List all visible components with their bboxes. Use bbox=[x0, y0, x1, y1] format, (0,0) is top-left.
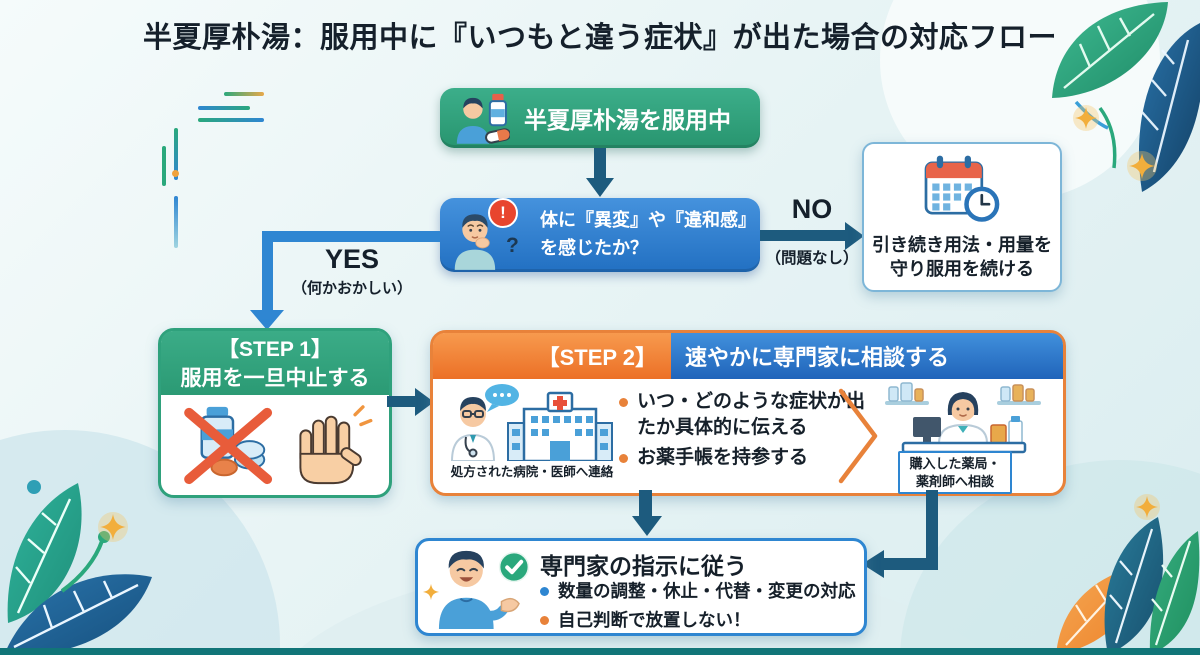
bullet-dot bbox=[540, 615, 549, 625]
step2-point-2-text: お薬手帳を持参する bbox=[637, 447, 809, 469]
step1-box: 【STEP 1】 服用を一旦中止する bbox=[158, 328, 392, 498]
sparkle-icon bbox=[1134, 494, 1160, 520]
final-points: 数量の調整・休止・代替・変更の対応 自己判断で放置しない！ bbox=[540, 579, 856, 636]
no-label: NO bbox=[791, 194, 833, 224]
step2-point-1-text: いつ・どのような症状が出たか具体的に伝える bbox=[637, 391, 866, 439]
step2-points: いつ・どのような症状が出たか具体的に伝える お薬手帳を持参する bbox=[619, 389, 871, 476]
bullet-dot bbox=[619, 454, 628, 464]
final-box: 専門家の指示に従う 数量の調整・休止・代替・変更の対応 自己判断で放置しない！ bbox=[415, 538, 867, 636]
bullet-dot bbox=[540, 587, 549, 596]
bullet-dot bbox=[619, 398, 628, 407]
step2-box: 【STEP 2】 速やかに専門家に相談する bbox=[430, 330, 1066, 496]
leaves-top-right bbox=[1052, 2, 1200, 192]
patient-medicine-icon bbox=[456, 93, 510, 144]
calendar-clock-icon bbox=[924, 155, 1000, 222]
pharmacy-caption-line1: 購入した薬局・ bbox=[909, 456, 1001, 471]
continue-line2: 守り服用を続ける bbox=[890, 259, 1034, 280]
arrow-no-head bbox=[845, 221, 864, 250]
final-title: 専門家の指示に従う bbox=[540, 553, 747, 579]
footer-bar bbox=[0, 648, 1200, 655]
continue-text: 引き続き用法・用量を 守り服用を続ける bbox=[864, 233, 1060, 282]
step2-point-1: いつ・どのような症状が出たか具体的に伝える bbox=[619, 389, 871, 441]
stop-medication-icon bbox=[184, 405, 373, 485]
leaves-bottom-right bbox=[1056, 494, 1200, 655]
alert-badge-icon: ! bbox=[488, 198, 518, 228]
arrow-start-to-question-head bbox=[586, 178, 614, 197]
yes-label: YES bbox=[324, 244, 380, 274]
yes-note: （何かおかしい） bbox=[291, 280, 412, 297]
arrow-pharmacy-down bbox=[926, 490, 938, 564]
patient-ok-icon bbox=[438, 550, 520, 629]
decor-dash bbox=[198, 106, 250, 110]
arrow-yes-vertical bbox=[262, 231, 273, 313]
doctor-hospital-icon bbox=[450, 384, 613, 461]
arrow-pharmacy-left bbox=[884, 558, 938, 570]
arrow-step2-to-final-head bbox=[631, 516, 662, 536]
start-label: 半夏厚朴湯を服用中 bbox=[524, 107, 731, 133]
final-point-2: 自己判断で放置しない！ bbox=[540, 608, 856, 633]
chevron-divider-icon bbox=[838, 388, 878, 484]
question-box: ! ? 体に『異変』や『違和感』 を感じたか？ bbox=[440, 198, 760, 272]
arrow-yes-head bbox=[250, 310, 284, 330]
final-point-1-text: 数量の調整・休止・代替・変更の対応 bbox=[558, 581, 856, 601]
decor-dash bbox=[162, 146, 166, 186]
question-line1: 体に『異変』や『違和感』 bbox=[540, 210, 756, 230]
step1-subtitle: 服用を一旦中止する bbox=[180, 366, 370, 390]
arrow-pharmacy-head bbox=[862, 550, 884, 578]
no-note: （問題なし） bbox=[765, 250, 859, 267]
arrow-step2-to-final bbox=[639, 490, 652, 518]
sparkle-icon bbox=[422, 583, 440, 601]
stop-hand-icon bbox=[299, 405, 373, 485]
doctor-caption: 処方された病院・医師へ連絡 bbox=[450, 465, 614, 479]
sparkle-icon bbox=[1073, 105, 1099, 131]
arrow-start-to-question bbox=[594, 148, 606, 180]
pharmacy-caption: 購入した薬局・ 薬剤師へ相談 bbox=[898, 451, 1012, 495]
step2-badge: 【STEP 2】 bbox=[433, 333, 671, 379]
step1-title: 【STEP 1】 bbox=[218, 338, 332, 361]
step2-title: 速やかに専門家に相談する bbox=[671, 333, 1063, 379]
sparkle-icon bbox=[1127, 151, 1157, 181]
arrow-step1-to-step2-head bbox=[415, 387, 434, 416]
page-title: 半夏厚朴湯：服用中に『いつもと違う症状』が出た場合の対応フロー bbox=[143, 22, 1057, 54]
worried-person-icon bbox=[454, 214, 496, 270]
pharmacy-caption-line2: 薬剤師へ相談 bbox=[915, 473, 994, 489]
leaves-bottom-left bbox=[4, 480, 152, 655]
final-point-2-text: 自己判断で放置しない！ bbox=[558, 609, 751, 630]
question-line2: を感じたか？ bbox=[540, 237, 648, 258]
step1-header: 【STEP 1】 服用を一旦中止する bbox=[161, 331, 389, 395]
step2-header: 【STEP 2】 速やかに専門家に相談する bbox=[433, 333, 1063, 379]
question-text: 体に『異変』や『違和感』 を感じたか？ bbox=[540, 207, 756, 263]
question-mark-icon: ? bbox=[506, 234, 519, 257]
decor-dash bbox=[198, 118, 264, 122]
decor-dash bbox=[224, 92, 264, 96]
decor-dash bbox=[174, 128, 178, 180]
decor-dash bbox=[174, 196, 178, 248]
continue-line1: 引き続き用法・用量を bbox=[872, 235, 1052, 255]
arrow-step1-to-step2 bbox=[387, 396, 415, 407]
step2-point-2: お薬手帳を持参する bbox=[619, 445, 871, 471]
check-icon bbox=[498, 551, 530, 583]
arrow-no bbox=[760, 230, 845, 241]
pharmacist-counter-icon bbox=[885, 382, 1041, 454]
sparkle-icon bbox=[98, 512, 128, 542]
arrow-yes-horizontal bbox=[268, 231, 440, 242]
start-box: 半夏厚朴湯を服用中 bbox=[440, 88, 760, 148]
decor-dot bbox=[172, 170, 179, 177]
final-point-1: 数量の調整・休止・代替・変更の対応 bbox=[540, 579, 856, 604]
continue-box: 引き続き用法・用量を 守り服用を続ける bbox=[862, 142, 1062, 292]
